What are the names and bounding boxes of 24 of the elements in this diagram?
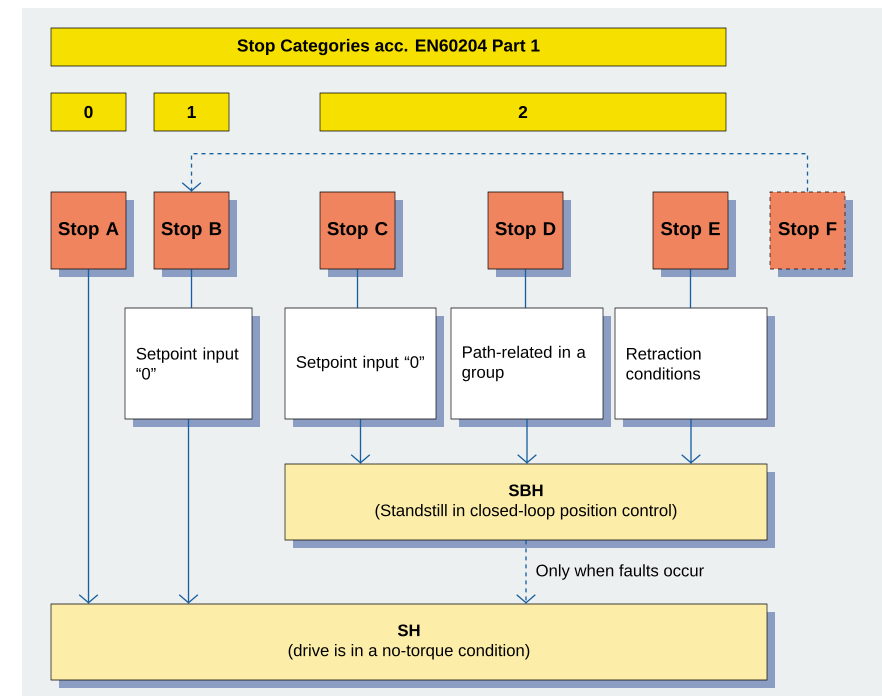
state-box: SH (drive is in a no-torque condition) (50, 604, 775, 688)
arrow (517, 419, 537, 464)
stop-box: Stop B (154, 192, 237, 277)
edge-label: Only when faults occur (536, 564, 704, 580)
arrow (681, 419, 701, 464)
stop-box: Stop C (320, 192, 403, 277)
arrow (516, 540, 536, 604)
category-bar: 2 (320, 92, 726, 132)
category-bar: 1 (154, 92, 230, 132)
description-box: Setpoint input “0” (284, 308, 444, 427)
category-bar: 0 (50, 92, 126, 132)
arrow (182, 153, 808, 192)
arrow (78, 269, 98, 604)
stop-box: Stop E (652, 192, 736, 277)
stop-box: Stop A (50, 192, 134, 277)
state-box: SBH (Standstill in closed-loop position control) (284, 464, 775, 548)
arrow (350, 419, 370, 464)
stop-box: Stop F (770, 192, 853, 277)
stop-box: Stop D (488, 192, 571, 277)
description-box: Setpoint input “0” (124, 308, 260, 427)
category-bar: Stop Categories acc. EN60204 Part 1 (50, 28, 726, 66)
description-box: Path-related in a group (450, 308, 611, 427)
arrow (178, 419, 198, 604)
description-box: Retraction conditions (614, 308, 775, 427)
